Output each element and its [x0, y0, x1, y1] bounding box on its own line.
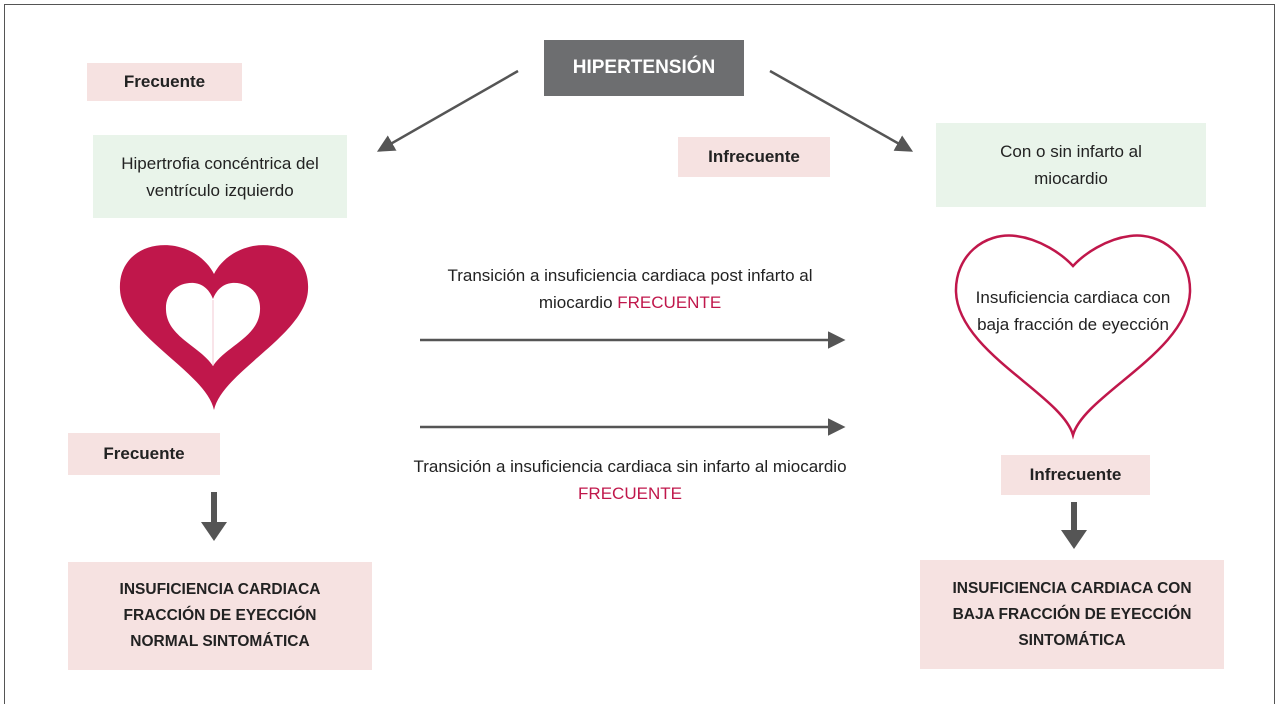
left-frequency-bottom-label: Frecuente [68, 433, 220, 475]
left-frequency-top-label: Frecuente [87, 63, 242, 101]
diagram-frame [4, 4, 1275, 704]
left-condition-box: Hipertrofia concéntrica del ventrículo i… [93, 135, 347, 218]
right-result-box: INSUFICIENCIA CARDIACA CON BAJA FRACCIÓN… [920, 560, 1224, 669]
right-frequency-bottom-label: Infrecuente [1001, 455, 1150, 495]
upper-transition-label: Transición a insuficiencia cardiaca post… [410, 262, 850, 316]
upper-transition-emphasis: FRECUENTE [617, 293, 722, 312]
right-heart-label: Insuficiencia cardiaca con baja fracción… [975, 287, 1171, 334]
left-result-box: INSUFICIENCIA CARDIACA FRACCIÓN DE EYECC… [68, 562, 372, 670]
arrow-to-right-branch [769, 69, 914, 152]
hypertrophy-heart-icon [119, 245, 309, 410]
lower-transition-text: Transición a insuficiencia cardiaca sin … [413, 457, 847, 476]
lower-transition-emphasis: FRECUENTE [578, 484, 682, 503]
arrow-to-left-branch [376, 69, 519, 152]
reduced-ejection-heart-icon [954, 234, 1192, 440]
right-frequency-top-label: Infrecuente [678, 137, 830, 177]
lower-transition-label: Transición a insuficiencia cardiaca sin … [410, 453, 850, 507]
upper-transition-text: Transición a insuficiencia cardiaca post… [447, 266, 813, 312]
left-down-arrow [201, 492, 227, 541]
right-down-arrow [1061, 502, 1087, 549]
right-condition-box: Con o sin infarto al miocardio [936, 123, 1206, 207]
hypertension-title: HIPERTENSIÓN [544, 40, 744, 96]
